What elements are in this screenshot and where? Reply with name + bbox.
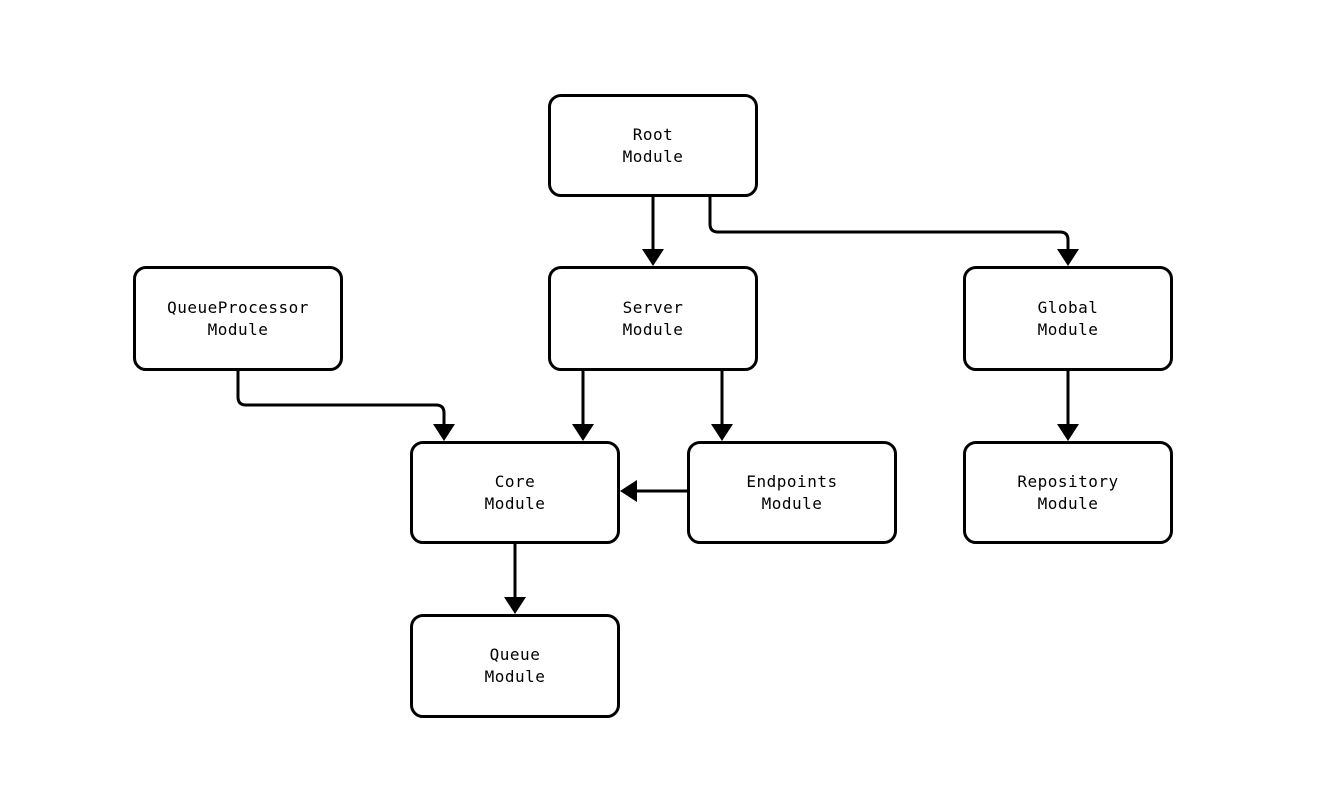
arrowhead-icon [433, 424, 455, 441]
arrowhead-icon [572, 424, 594, 441]
node-label-secondary: Module [622, 146, 684, 166]
edge-root-to-global [708, 197, 1079, 266]
node-label-primary: Endpoints [746, 471, 838, 491]
node-label-secondary: Module [1037, 319, 1099, 339]
node-label-primary: Server [622, 297, 684, 317]
node-label-secondary: Module [761, 493, 823, 513]
node-label-primary: Core [494, 471, 536, 491]
edge-server-to-endpoints [711, 371, 733, 441]
arrowhead-icon [620, 480, 637, 502]
arrowhead-icon [711, 424, 733, 441]
node-label-primary: Global [1037, 297, 1099, 317]
node-label-primary: Repository [1017, 471, 1119, 491]
node-label-secondary: Module [622, 319, 684, 339]
edge-global-to-repository [1057, 371, 1079, 441]
edge-endpoints-to-core [620, 480, 687, 502]
node-label-secondary: Module [207, 319, 269, 339]
edge-core-to-queue [504, 544, 526, 614]
node-label-primary: Root [632, 124, 674, 144]
node-label-primary: QueueProcessor [167, 297, 309, 317]
arrowhead-icon [1057, 249, 1079, 266]
arrowhead-icon [504, 597, 526, 614]
arrowhead-icon [642, 249, 664, 266]
node-label-secondary: Module [484, 667, 546, 686]
node-label-primary: Queue [489, 645, 541, 664]
edge-queueprocessor-to-core [236, 371, 455, 441]
arrowhead-icon [1057, 424, 1079, 441]
edge-server-to-core [572, 371, 594, 441]
node-label-secondary: Module [484, 493, 546, 513]
node-label-secondary: Module [1037, 493, 1099, 513]
edge-root-to-server [642, 197, 664, 266]
